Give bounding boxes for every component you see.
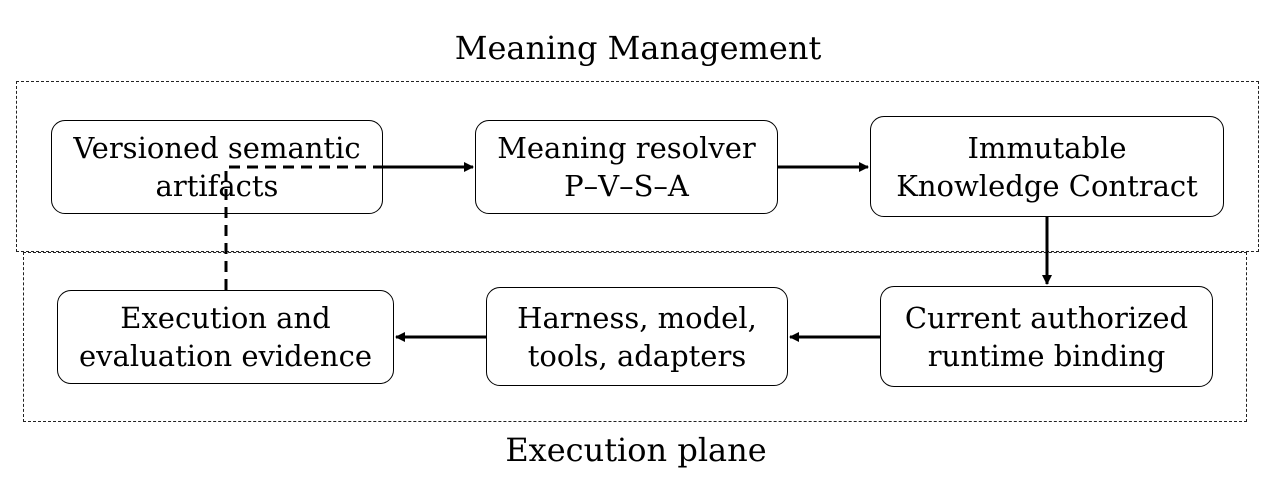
node-versioned-semantic-artifacts: Versioned semantic artifacts: [51, 120, 383, 214]
node-line: Execution and: [120, 301, 331, 335]
node-line: artifacts: [155, 169, 279, 203]
meaning-management-label: Meaning Management: [454, 29, 822, 67]
node-current-authorized-runtime-binding: Current authorized runtime binding: [880, 286, 1213, 387]
node-line: P–V–S–A: [564, 169, 689, 203]
node-line: evaluation evidence: [79, 339, 372, 373]
node-line: Current authorized: [904, 300, 1189, 335]
node-immutable-knowledge-contract: Immutable Knowledge Contract: [870, 116, 1224, 217]
node-line: Immutable: [967, 130, 1127, 165]
node-meaning-resolver: Meaning resolver P–V–S–A: [475, 120, 778, 214]
meaning-management-region: [16, 81, 1259, 252]
node-harness-model-tools-adapters: Harness, model, tools, adapters: [486, 287, 788, 386]
node-line: Meaning resolver: [497, 131, 756, 165]
node-line: Harness, model,: [517, 300, 757, 335]
node-line: runtime binding: [927, 338, 1166, 373]
execution-plane-region: [23, 252, 1247, 422]
node-execution-evaluation-evidence: Execution and evaluation evidence: [57, 290, 394, 384]
node-line: Versioned semantic: [73, 131, 361, 165]
node-line: tools, adapters: [527, 338, 747, 373]
node-line: Knowledge Contract: [896, 168, 1198, 203]
execution-plane-label: Execution plane: [505, 431, 767, 469]
